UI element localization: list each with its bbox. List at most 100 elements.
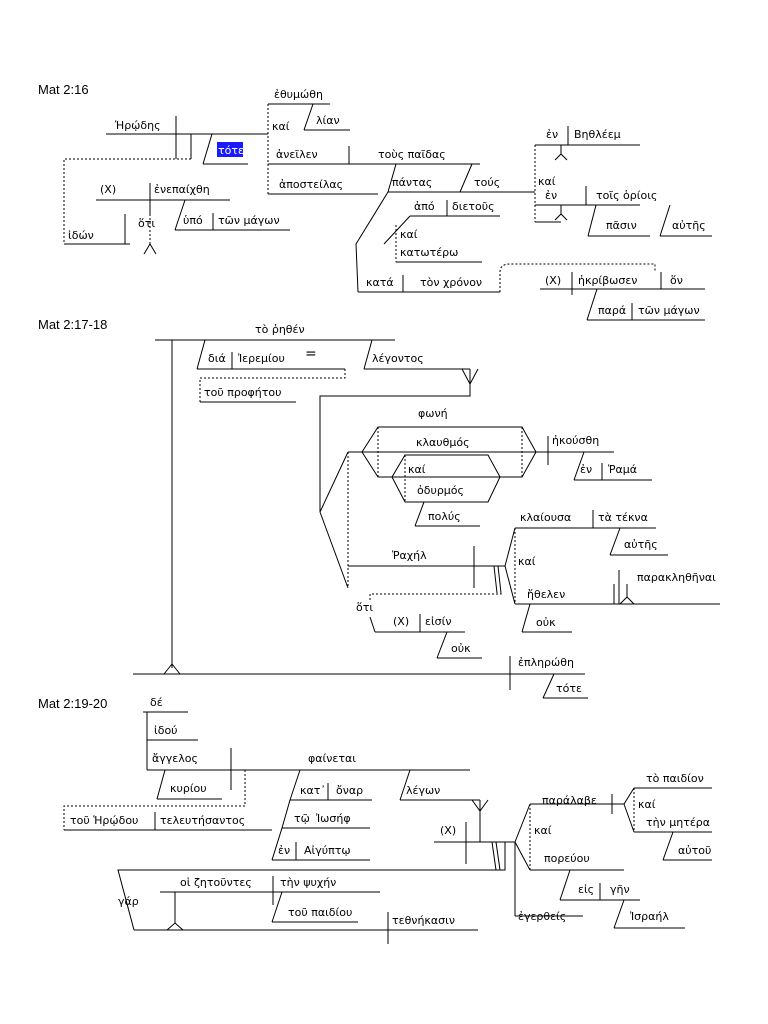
obj-bot-3	[623, 803, 635, 833]
word-herodes: Ἡρῴδης	[115, 119, 161, 132]
en-rama-slant	[573, 451, 585, 481]
word-hoti-1: ὅτι	[138, 217, 155, 230]
word-eisin: εἰσίν	[425, 615, 452, 628]
clause-slant-upper	[319, 451, 349, 513]
word-phone: φωνή	[418, 407, 448, 420]
word-ta-tekna: τὰ τέκνα	[598, 511, 648, 524]
word-en-1: ἐν	[546, 128, 558, 141]
israel-slant	[613, 899, 625, 929]
gar-connector	[117, 842, 506, 931]
word-rachel: Ῥαχήλ	[392, 549, 427, 562]
word-bethleem: Βηθλέεμ	[574, 128, 621, 141]
verse-ref: Mat 2:16	[38, 82, 89, 97]
pasin-slant	[587, 204, 597, 237]
word-egertheis: ἐγερθείς	[518, 910, 566, 923]
word-kai-1: καί	[272, 120, 290, 133]
word-tote-highlight: τότε	[218, 144, 244, 157]
word-de: δέ	[150, 696, 163, 709]
word-paraklethenai: παρακληθῆναι	[637, 571, 716, 584]
genabs-dotted	[63, 770, 246, 830]
word-to-paidion: τὸ παιδίον	[646, 772, 704, 785]
word-onar: ὄναρ	[336, 784, 363, 797]
word-kai-2: καί	[538, 175, 556, 188]
word-x-3: (X)	[393, 615, 409, 628]
rachel-dbl1	[493, 565, 498, 594]
word-ten-metera: τὴν μητέρα	[646, 816, 710, 829]
word-klaiousa: κλαίουσα	[520, 511, 571, 524]
verse-ref: Mat 2:17-18	[38, 317, 107, 332]
en-aig-slant	[271, 827, 283, 861]
to-iosef-slant	[281, 799, 291, 829]
word-hoi-zetountes: οἱ ζητοῦντες	[180, 876, 252, 889]
word-en-4: ἐν	[278, 844, 290, 857]
word-iosef: Ἰωσήφ	[316, 812, 351, 825]
word-to: τῷ	[294, 812, 310, 825]
section-mat-2-19-20: Mat 2:19-20	[38, 696, 712, 944]
word-tote-2: τότε	[556, 682, 582, 695]
pantas-slant-down2	[355, 243, 359, 293]
tote2-slant	[542, 673, 555, 699]
zetountes-fork	[166, 922, 184, 931]
word-ten-psuchen: τὴν ψυχήν	[280, 876, 336, 889]
word-angelos: ἄγγελος	[152, 752, 198, 765]
word-ouk-2: οὐκ	[451, 642, 471, 655]
dia-slant	[196, 339, 206, 370]
obj-top-3	[623, 787, 635, 805]
word-ton-magon-1: τῶν μάγων	[218, 214, 280, 227]
word-ieremiou: Ἰερεμίου	[238, 352, 285, 365]
word-idon: ἰδών	[68, 229, 94, 242]
compound-top	[361, 426, 537, 453]
word-ethelen: ἤθελεν	[527, 588, 565, 601]
word-aposteilas: ἀποστείλας	[279, 178, 343, 191]
inf-fork	[619, 596, 635, 605]
hoti-fork	[143, 243, 157, 255]
hoti-slant	[369, 616, 376, 633]
apo-slant	[383, 215, 411, 245]
word-pasin: πᾶσιν	[606, 219, 637, 232]
word-kat: κατ᾽	[300, 784, 326, 797]
word-pantas: πάντας	[392, 176, 432, 189]
word-gen: γῆν	[610, 883, 630, 896]
word-ekousthe: ἠκούσθη	[552, 434, 599, 447]
main-fork	[163, 663, 181, 675]
word-aneilen: ἀνεῖλεν	[276, 148, 318, 161]
clause-slant-lower	[319, 511, 349, 589]
polus-slant	[414, 501, 425, 527]
word-ouk-1: οὐκ	[536, 616, 556, 629]
ouk1-slant	[521, 603, 531, 633]
word-ton-magon-2: τῶν μάγων	[638, 304, 700, 317]
word-klauthmos: κλαυθμός	[416, 436, 470, 449]
word-legontos: λέγοντος	[372, 352, 424, 365]
word-katotero: κατωτέρω	[400, 246, 458, 259]
word-tous: τούς	[474, 176, 500, 189]
word-hupo-1: ὑπό	[183, 214, 203, 227]
word-ethumothe: ἐθυμώθη	[274, 88, 323, 101]
x-dbl2	[495, 841, 501, 871]
equals-sign: =	[305, 346, 317, 362]
word-apo: ἀπό	[414, 200, 435, 213]
word-tou-herodou: τοῦ Ἡρῴδου	[70, 814, 138, 827]
pred-top-3	[514, 803, 531, 843]
pantas-slant-down	[355, 191, 389, 245]
section-mat-2-17-18: Mat 2:17-18	[38, 317, 720, 699]
para-slant	[586, 288, 598, 321]
autes-slant	[659, 204, 671, 237]
pred-bot-3	[514, 841, 531, 871]
word-eis: εἰς	[578, 883, 594, 896]
x-dbl1	[491, 841, 497, 871]
word-enepaixthe: ἐνεπαίχθη	[154, 183, 210, 196]
word-kata: κατά	[366, 276, 394, 289]
word-x-2: (X)	[545, 274, 561, 287]
word-x-4: (X)	[440, 824, 456, 837]
autou-slant	[662, 831, 674, 861]
word-gar: γάρ	[118, 895, 139, 908]
pantas-slant	[387, 163, 397, 193]
word-hoti-2: ὅτι	[356, 601, 373, 614]
hon-connector	[499, 263, 656, 292]
section-mat-2-16: Mat 2:16	[38, 82, 712, 321]
word-kai-6: καί	[638, 798, 656, 811]
compound-bot	[361, 451, 537, 478]
word-dietous: διετοῦς	[452, 200, 495, 213]
word-kai-3: καί	[400, 228, 418, 241]
word-kai-5: καί	[518, 555, 536, 568]
